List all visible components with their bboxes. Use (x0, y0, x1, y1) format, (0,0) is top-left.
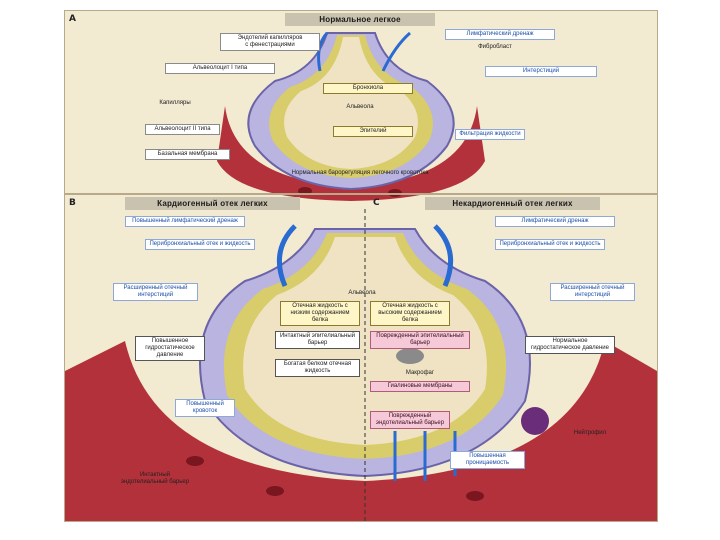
label-intact-barrier-b: Интактный эпителиальный барьер (275, 331, 360, 349)
macrophage-shape (396, 348, 424, 364)
label-alveolus-a: Альвеола (346, 104, 374, 110)
rbc (466, 491, 484, 501)
panel-a-title: Нормальное легкое (285, 13, 435, 26)
label-macrophage-c: Макрофаг (405, 370, 435, 376)
label-filtration-a: Фильтрация жидкости (455, 129, 525, 140)
label-neutrophil-c: Нейтрофил (573, 430, 607, 436)
label-lymph-b: Повышенный лимфатический дренаж (125, 216, 245, 227)
label-low-protein: Отечная жидкость с низким содержанием бе… (280, 301, 360, 326)
vessel-bc (65, 341, 657, 521)
rbc (186, 456, 204, 466)
label-capillary-b: Интактный эндотелиальный барьер (120, 472, 190, 485)
label-damaged-endo-c: Поврежденный эндотелиальный барьер (370, 411, 450, 429)
panel-divider (65, 193, 657, 195)
label-basement-a: Базальная мембрана (145, 149, 230, 160)
arrow-a2 (381, 31, 411, 72)
label-hydrostatic-b: Повышенное гидростатическое давление (135, 336, 205, 361)
panel-c-letter: C (373, 198, 380, 208)
label-caption-a: Нормальная барорегуляция легочного крово… (291, 170, 429, 176)
label-interstitium-b: Расширенный отечный интерстиций (113, 283, 198, 301)
label-lymph-a: Лимфатический дренаж (445, 29, 555, 40)
label-hyaline-c: Гиалиновые мембраны (370, 381, 470, 392)
panel-c-title: Некардиогенный отек легких (425, 197, 600, 210)
label-bronchus-a: Бронхиола (323, 83, 413, 94)
panel-a-letter: A (69, 14, 76, 24)
label-high-protein: Отечная жидкость с высоким содержанием б… (370, 301, 450, 326)
label-alveolus-bc: Альвеола (348, 290, 376, 296)
rbc (266, 486, 284, 496)
neutrophil-shape (521, 407, 549, 435)
label-epithelium-a: Эпителий (333, 126, 413, 137)
vessel-a (217, 106, 485, 201)
label-peri-c: Перибронхиальный отек и жидкость (495, 239, 605, 250)
label-capillary-a: Капилляры (159, 100, 191, 106)
diagram-figure: A Нормальное легкое Эндотелий капилляров… (64, 10, 658, 522)
label-damaged-c: Поврежденный эпителиальный барьер (370, 331, 470, 349)
airspace-bc (243, 237, 487, 445)
label-interstitium-a: Интерстиций (485, 66, 597, 77)
arrow-c-lymph (433, 224, 454, 287)
label-interstitium-c: Расширенный отечный интерстиций (550, 283, 635, 301)
label-lymph-c: Лимфатический дренаж (495, 216, 615, 227)
label-endothelium-a: Эндотелий капилляров с фенестрациями (220, 33, 320, 51)
label-increased-flow-b: Повышенный кровоток (175, 399, 235, 417)
panel-b-title: Кардиогенный отек легких (125, 197, 300, 210)
panel-b-letter: B (69, 198, 76, 208)
arrow-b-lymph (276, 224, 297, 287)
label-inflammation-c: Повышенная проницаемость (450, 451, 525, 469)
label-fibroblast-a: Фибробласт (478, 44, 512, 50)
label-type2-a: Альвеолоцит II типа (145, 124, 220, 135)
label-peri-b: Перибронхиальный отек и жидкость (145, 239, 255, 250)
label-normal-pressure-c: Нормальное гидростатическое давление (525, 336, 615, 354)
label-fluid-b: Богатая белком отечная жидкость (275, 359, 360, 377)
label-type1-a: Альвеолоцит I типа (165, 63, 275, 74)
